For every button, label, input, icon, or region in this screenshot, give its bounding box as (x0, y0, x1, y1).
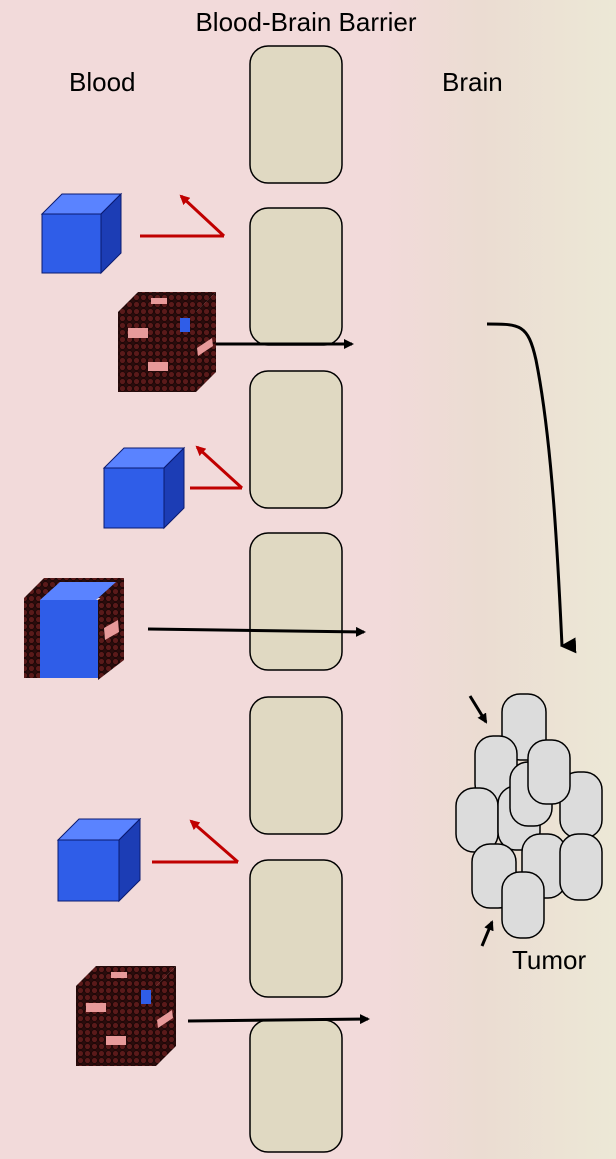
barrier-cell (249, 1019, 343, 1153)
targeting-arrow (486, 322, 577, 654)
deflection-arrow (190, 445, 244, 490)
barrier-cell (249, 207, 343, 346)
coated-nanoparticle (118, 292, 216, 392)
brain-label: Brain (442, 67, 503, 97)
coated-nanoparticle (76, 966, 176, 1066)
barrier-cell (249, 45, 343, 184)
tumor-pointer-arrow (468, 695, 488, 724)
blood-label: Blood (69, 67, 136, 97)
barrier-cell (249, 696, 343, 835)
tumor-label: Tumor (512, 945, 586, 975)
barrier-cell (249, 859, 343, 998)
plain-nanoparticle (40, 192, 123, 275)
diagram-title: Blood-Brain Barrier (195, 7, 416, 37)
plain-nanoparticle (102, 446, 186, 530)
tumor-cell (501, 871, 545, 939)
tumor-cluster (455, 693, 603, 939)
pass-arrow (147, 626, 366, 637)
tumor-cell (527, 739, 571, 805)
deflection-arrow (152, 819, 239, 864)
tumor-cell (455, 787, 499, 853)
barrier-cells (249, 45, 343, 1153)
tumor-cell (559, 833, 603, 901)
barrier-cell (249, 370, 343, 509)
barrier-cell (249, 532, 343, 671)
coated-nanoparticle (24, 578, 124, 680)
deflection-arrow (140, 194, 226, 238)
plain-nanoparticle (56, 817, 142, 903)
tumor-pointer-arrow (480, 920, 494, 947)
pass-arrow (187, 1014, 370, 1025)
